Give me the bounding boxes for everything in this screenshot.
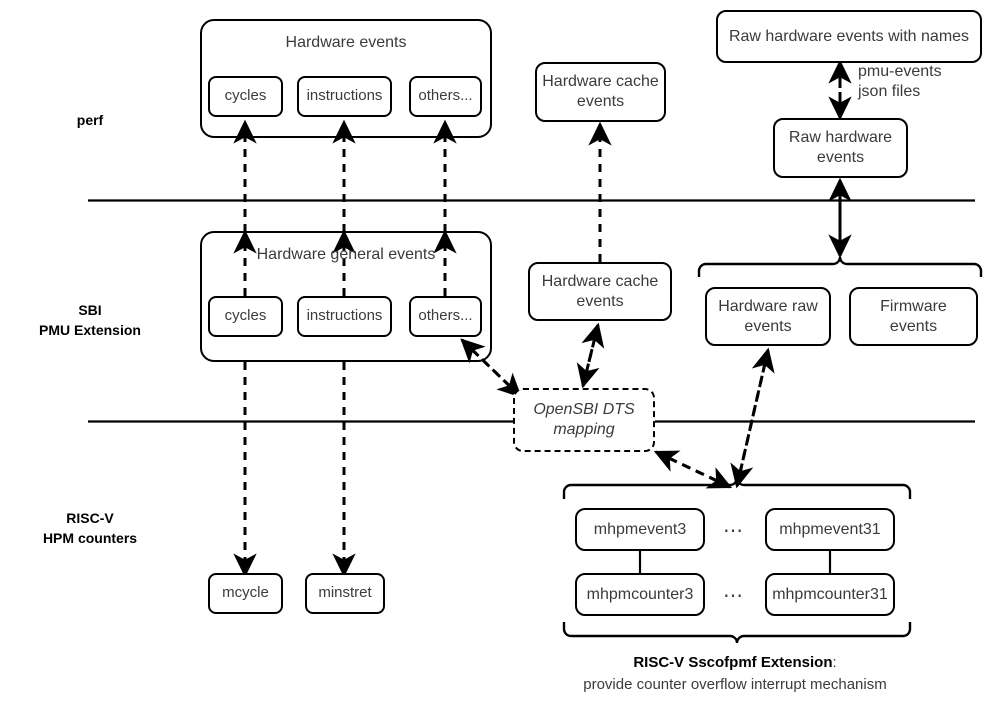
sbi-event-others[interactable]: others... (409, 296, 482, 337)
riscv-mhpmcounter31-label: mhpmcounter31 (772, 585, 888, 603)
sbi-firmware-events-line1: Firmware (880, 297, 947, 315)
layer-label-sbi-line2: PMU Extension (39, 322, 141, 339)
sbi-event-others-label: others... (418, 307, 473, 325)
sbi-hardware-general-events-title: Hardware general events (256, 246, 436, 263)
sbi-hardware-cache-events-line2: events (576, 292, 624, 310)
riscv-mhpmevent3-label: mhpmevent3 (593, 520, 687, 538)
opensbi-dts-mapping-line1: OpenSBI DTS (533, 401, 635, 418)
sbi-event-instructions-label: instructions (306, 307, 383, 325)
ellipsis-counters-glyph: ⋯ (723, 585, 745, 607)
perf-hardware-events-title: Hardware events (285, 34, 407, 51)
perf-raw-hardware-events-line1: Raw hardware (788, 129, 893, 147)
ellipsis-counters: ⋯ (723, 583, 745, 608)
brace-sbi-raw-firmware (697, 256, 983, 277)
perf-raw-hardware-events-with-names[interactable]: Raw hardware events with names (716, 10, 982, 63)
pmu-events-label-line1: pmu-events (858, 63, 942, 80)
riscv-minstret[interactable]: minstret (305, 573, 385, 614)
perf-raw-hardware-events-line2: events (816, 149, 865, 166)
perf-event-instructions-label: instructions (306, 87, 383, 105)
perf-event-cycles-label: cycles (224, 87, 267, 105)
perf-event-others[interactable]: others... (409, 76, 482, 117)
sscofpmf-caption-sub: provide counter overflow interrupt mecha… (583, 675, 887, 693)
brace-hpm-bottom (562, 622, 912, 644)
layer-label-perf-text: perf (76, 112, 104, 128)
riscv-mhpmcounter3-label: mhpmcounter3 (586, 585, 694, 603)
riscv-mhpmevent31[interactable]: mhpmevent31 (765, 508, 895, 551)
ellipsis-events: ⋯ (723, 518, 745, 543)
sscofpmf-caption-strong: RISC-V Sscofpmf Extension (633, 654, 833, 671)
layer-label-riscv-line2: HPM counters (42, 530, 138, 547)
brace-hpm-top (562, 477, 912, 499)
ellipsis-events-glyph: ⋯ (723, 520, 745, 542)
perf-raw-hardware-events-with-names-label: Raw hardware events with names (728, 27, 970, 45)
sbi-hardware-raw-events-line2: events (744, 317, 792, 335)
sscofpmf-caption: RISC-V Sscofpmf Extension: provide count… (479, 652, 991, 696)
perf-hardware-cache-events[interactable]: Hardware cache events (535, 62, 666, 122)
perf-hardware-cache-events-line2: events (576, 93, 625, 110)
riscv-mhpmcounter3[interactable]: mhpmcounter3 (575, 573, 705, 616)
layer-label-riscv-line1: RISC-V (66, 510, 114, 526)
sbi-event-instructions[interactable]: instructions (297, 296, 392, 337)
riscv-mcycle-label: mcycle (222, 584, 269, 602)
riscv-mcycle[interactable]: mcycle (208, 573, 283, 614)
perf-event-instructions[interactable]: instructions (297, 76, 392, 117)
sscofpmf-caption-line1: RISC-V Sscofpmf Extension: (479, 652, 991, 674)
layer-label-sbi: SBI PMU Extension (10, 300, 170, 341)
sbi-event-cycles[interactable]: cycles (208, 296, 283, 337)
sbi-hardware-cache-events[interactable]: Hardware cache events (528, 262, 672, 321)
opensbi-dts-mapping-box[interactable]: OpenSBI DTS mapping (513, 388, 655, 452)
riscv-mhpmevent3[interactable]: mhpmevent3 (575, 508, 705, 551)
sscofpmf-caption-colon: : (832, 654, 837, 671)
perf-event-cycles[interactable]: cycles (208, 76, 283, 117)
perf-event-others-label: others... (418, 87, 473, 105)
perf-raw-hardware-events[interactable]: Raw hardware events (773, 118, 908, 178)
sbi-event-cycles-label: cycles (224, 307, 267, 325)
perf-hardware-cache-events-line1: Hardware cache (542, 73, 659, 91)
riscv-minstret-label: minstret (318, 584, 372, 602)
sbi-hardware-cache-events-line1: Hardware cache (541, 272, 659, 290)
layer-label-perf: perf (40, 110, 140, 130)
sbi-firmware-events-line2: events (889, 317, 938, 335)
riscv-mhpmcounter31[interactable]: mhpmcounter31 (765, 573, 895, 616)
sbi-hardware-raw-events[interactable]: Hardware raw events (705, 287, 831, 346)
riscv-mhpmevent31-label: mhpmevent31 (779, 520, 881, 538)
layer-label-riscv: RISC-V HPM counters (10, 508, 170, 549)
layer-label-sbi-line1: SBI (78, 302, 102, 318)
pmu-events-json-files-label: pmu-events json files (858, 62, 994, 102)
opensbi-dts-mapping-line2: mapping (553, 421, 615, 438)
pmu-events-label-line2: json files (858, 83, 921, 100)
sbi-hardware-raw-events-line1: Hardware raw (718, 297, 818, 315)
sbi-firmware-events[interactable]: Firmware events (849, 287, 978, 346)
